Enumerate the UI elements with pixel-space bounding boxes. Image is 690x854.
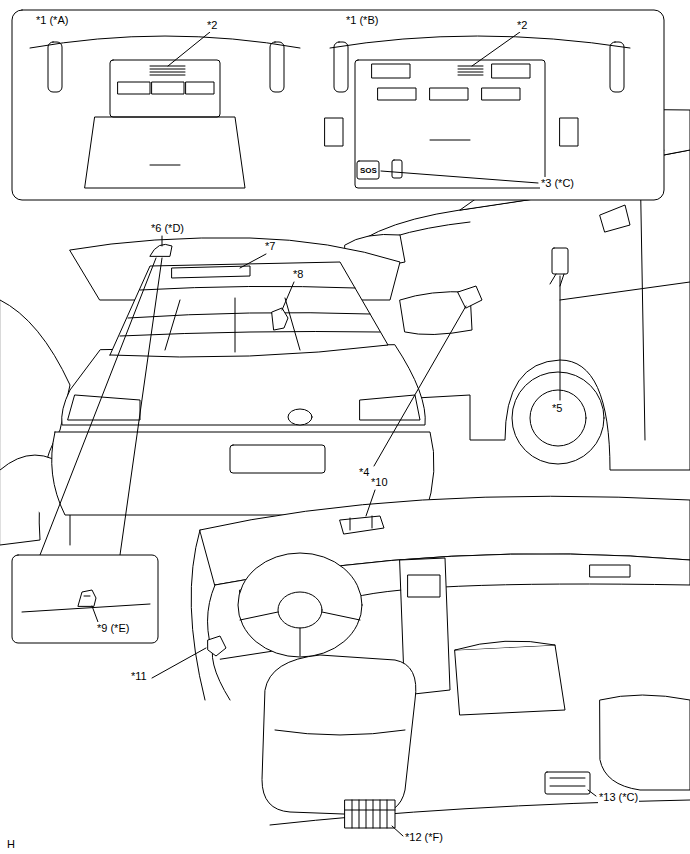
leader-line — [152, 648, 206, 678]
leader-line — [162, 236, 163, 246]
callout-number: *3 (*C) — [540, 177, 575, 190]
vent-grille — [150, 66, 185, 75]
overhead-console-b — [325, 36, 630, 188]
center-screen — [408, 575, 440, 597]
sos-button — [357, 161, 379, 179]
console-top — [455, 641, 555, 650]
console — [355, 60, 545, 188]
grid-part — [345, 800, 395, 828]
sun-visor — [270, 42, 284, 92]
figure-code: H — [6, 838, 16, 851]
small-button — [392, 160, 402, 178]
driver-seat — [262, 655, 416, 815]
belt-line — [560, 282, 690, 300]
leader-lines — [152, 32, 596, 836]
leader-line — [588, 790, 596, 796]
callout-number: *8 — [292, 268, 304, 281]
callout-number: *2 — [516, 19, 528, 32]
car-side — [0, 300, 70, 545]
taillight — [68, 395, 420, 420]
rear-window — [110, 262, 388, 357]
callout-number: *4 — [358, 466, 370, 479]
defogger-lines — [120, 286, 380, 352]
leader-line — [282, 282, 294, 310]
leader-line — [168, 32, 210, 66]
windshield-edge — [30, 36, 300, 48]
button-text: SOS — [360, 166, 377, 175]
leader-line — [92, 606, 98, 622]
antenna — [150, 244, 172, 256]
center-console — [455, 645, 565, 715]
buttons — [118, 82, 214, 94]
inset-frame — [12, 10, 664, 200]
component-wire — [550, 274, 564, 286]
callout-number: *10 — [370, 476, 389, 489]
rear-bumper — [52, 432, 434, 515]
interior — [191, 496, 690, 828]
lower-line — [430, 140, 470, 141]
mirror — [600, 205, 630, 232]
callout-number: *12 (*F) — [404, 831, 444, 844]
component-detail — [550, 778, 585, 786]
callout-number: *11 — [130, 670, 148, 683]
rear-car — [0, 238, 434, 545]
leader-line — [240, 254, 266, 268]
steering-hub — [278, 592, 322, 628]
top-band — [172, 266, 250, 278]
trunk-lid — [62, 345, 426, 425]
callout-number: *1 (*B) — [345, 14, 379, 27]
sun-visor — [610, 42, 624, 92]
callout-number: *13 (*C) — [598, 791, 639, 804]
console — [110, 60, 220, 117]
component — [208, 636, 226, 656]
callout-number: *9 (*E) — [96, 622, 130, 635]
inset-pointer — [40, 258, 162, 555]
seat-cushion-line — [275, 730, 405, 735]
sun-visor — [48, 42, 62, 92]
callout-number: *1 (*A) — [35, 14, 69, 27]
side-buttons — [325, 118, 578, 146]
component — [272, 308, 288, 330]
leader-line — [374, 306, 466, 466]
windshield-edge — [330, 36, 630, 48]
vent-grille — [458, 66, 483, 75]
wheel-hub — [530, 390, 586, 446]
antenna-part — [78, 590, 96, 606]
buttons — [378, 88, 520, 100]
emblem — [288, 409, 312, 425]
leader-line — [366, 490, 375, 516]
sun-visor — [334, 42, 348, 92]
grid-lines — [345, 800, 395, 828]
leader-line — [381, 171, 538, 183]
callout-number: *6 (*D) — [150, 222, 185, 235]
lamps — [372, 64, 530, 78]
leader-line — [392, 826, 403, 836]
overhead-console-a — [30, 36, 300, 188]
component — [340, 516, 384, 534]
lower-panel — [85, 117, 245, 188]
component — [552, 248, 568, 274]
license-plate — [230, 445, 325, 473]
a-pillar — [191, 530, 230, 700]
callout-number: *5 — [551, 402, 563, 415]
wheel — [512, 372, 604, 464]
callout-number: *7 — [264, 240, 276, 253]
component — [545, 772, 590, 794]
steering-wheel — [238, 553, 362, 657]
passenger-seat — [600, 695, 690, 790]
leader-line — [560, 276, 561, 400]
horn-part — [458, 286, 482, 308]
callout-number: *2 — [206, 19, 218, 32]
leader-line — [472, 32, 520, 66]
inset-frame — [12, 555, 158, 643]
steering-spokes — [240, 612, 360, 656]
